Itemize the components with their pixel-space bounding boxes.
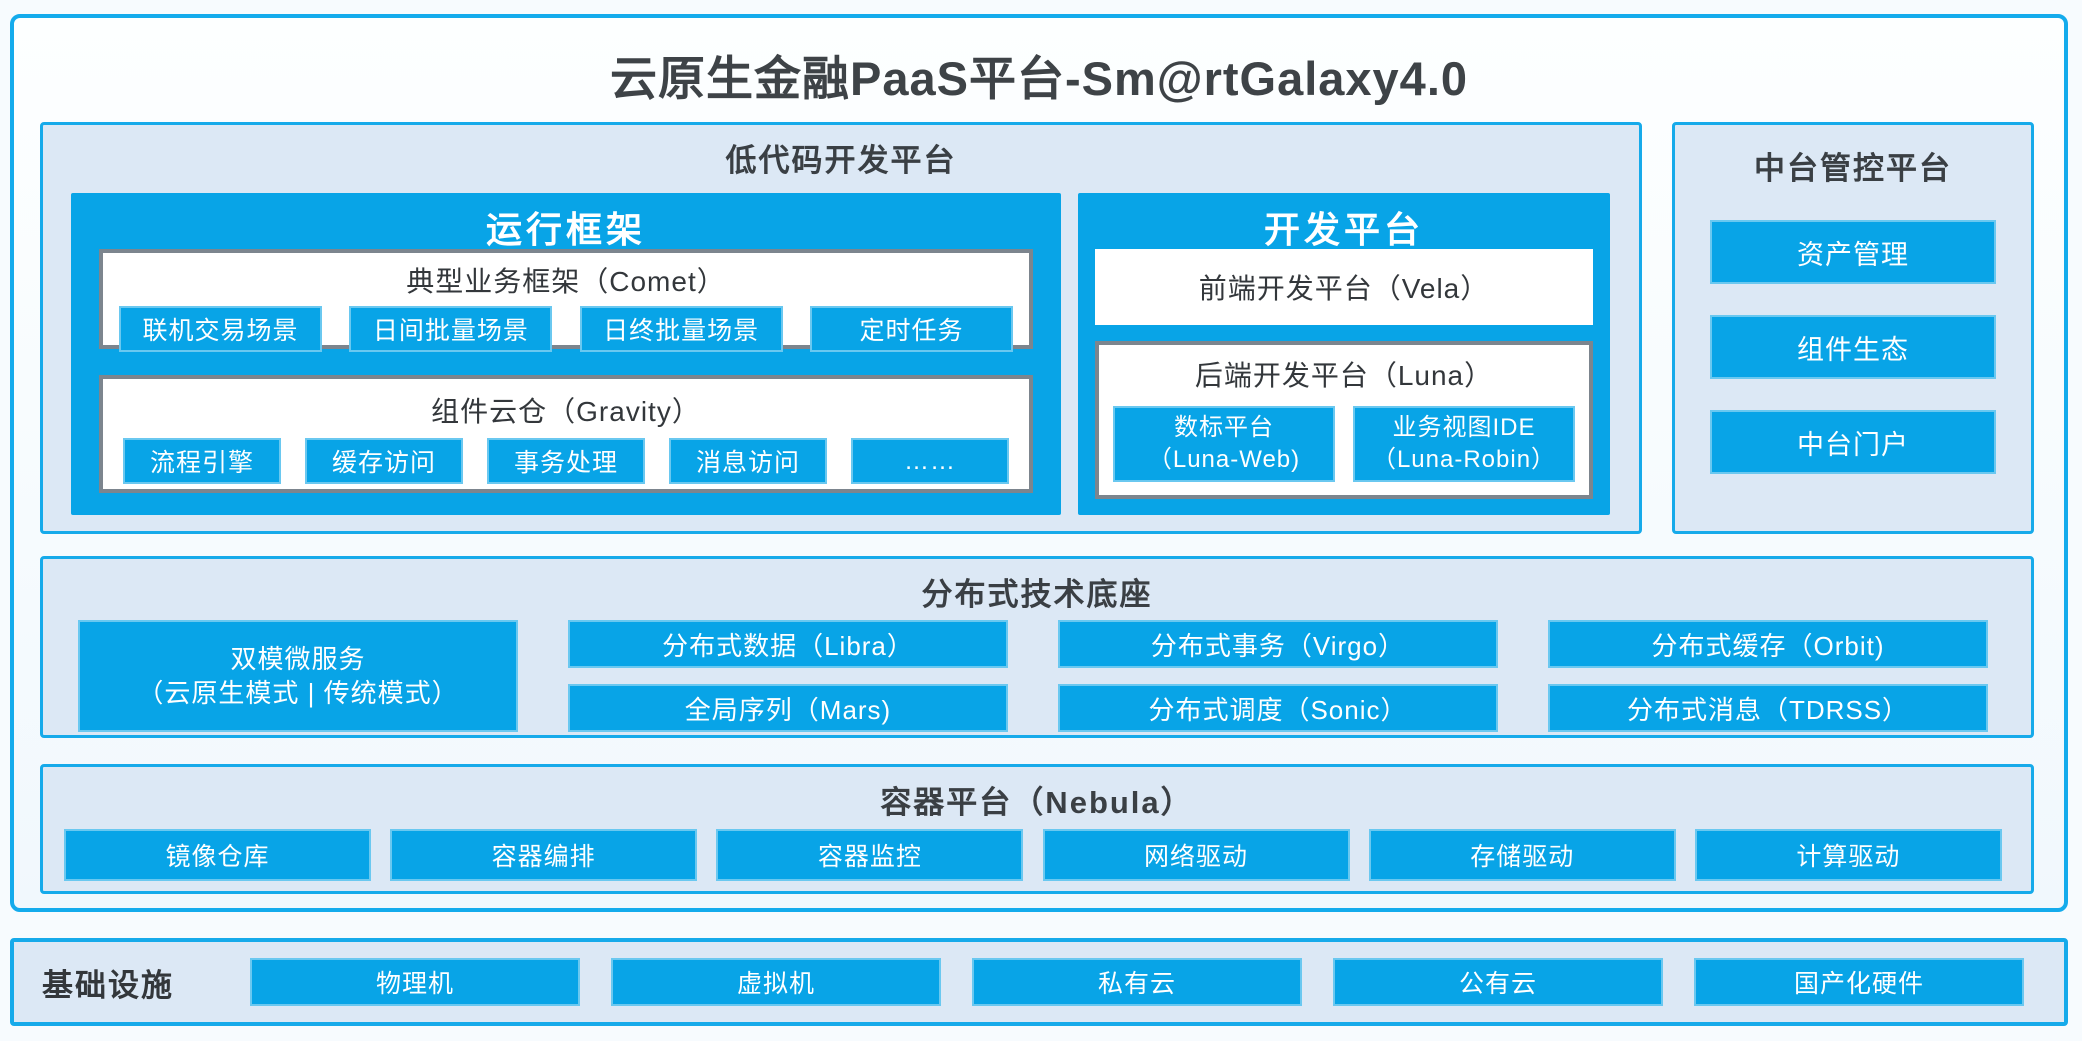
luna-web-line2: （Luna-Web) [1147, 446, 1301, 473]
comet-framework-box: 典型业务框架（Comet） 联机交易场景 日间批量场景 日终批量场景 定时任务 [99, 249, 1033, 352]
midplatform-section: 中台管控平台 资产管理 组件生态 中台门户 [1672, 122, 2034, 534]
comet-blocks-row: 联机交易场景 日间批量场景 日终批量场景 定时任务 [103, 300, 1029, 352]
block-image-registry: 镜像仓库 [64, 829, 371, 881]
block-container-monitoring: 容器监控 [716, 829, 1024, 881]
block-domestic-hardware: 国产化硬件 [1694, 958, 2024, 1006]
lowcode-platform-section: 低代码开发平台 运行框架 典型业务框架（Comet） 联机交易场景 日间批量场景… [40, 122, 1642, 534]
distributed-base-section: 分布式技术底座 双模微服务 （云原生模式 | 传统模式） 分布式数据（Libra… [40, 556, 2034, 738]
comet-framework-label: 典型业务框架（Comet） [406, 266, 726, 297]
vela-frontend-box: 前端开发平台（Vela） [1095, 249, 1593, 325]
container-platform-section: 容器平台（Nebula） 镜像仓库 容器编排 容器监控 网络驱动 存储驱动 计算… [40, 764, 2034, 894]
block-container-orchestration: 容器编排 [390, 829, 698, 881]
page-title: 云原生金融PaaS平台-Sm@rtGalaxy4.0 [609, 52, 1469, 105]
block-distributed-data-libra: 分布式数据（Libra） [568, 620, 1008, 668]
block-online-trade-scenario: 联机交易场景 [119, 306, 322, 352]
block-luna-web: 数标平台 （Luna-Web) [1113, 406, 1335, 482]
dual-mode-line2: （云原生模式 | 传统模式） [137, 678, 459, 708]
distributed-blocks: 双模微服务 （云原生模式 | 传统模式） 分布式数据（Libra） 全局序列（M… [78, 620, 1988, 732]
luna-backend-box: 后端开发平台（Luna） 数标平台 （Luna-Web) 业务视图IDE （Lu… [1095, 341, 1593, 499]
block-midplatform-portal: 中台门户 [1710, 410, 1996, 474]
block-virtual-machine: 虚拟机 [611, 958, 941, 1006]
block-distributed-scheduling-sonic: 分布式调度（Sonic） [1058, 684, 1498, 732]
gravity-blocks-row: 流程引擎 缓存访问 事务处理 消息访问 …… [103, 430, 1029, 484]
gravity-warehouse-box: 组件云仓（Gravity） 流程引擎 缓存访问 事务处理 消息访问 …… [99, 375, 1033, 493]
runtime-framework-title: 运行框架 [485, 209, 646, 250]
block-public-cloud: 公有云 [1333, 958, 1663, 1006]
infrastructure-blocks: 物理机 虚拟机 私有云 公有云 国产化硬件 [250, 958, 2024, 1006]
block-storage-driver: 存储驱动 [1368, 829, 1676, 881]
block-component-ecosystem: 组件生态 [1710, 315, 1996, 379]
midplatform-blocks: 资产管理 组件生态 中台门户 [1675, 220, 2031, 474]
block-network-driver: 网络驱动 [1042, 829, 1350, 881]
dev-platform-panel: 开发平台 前端开发平台（Vela） 后端开发平台（Luna） 数标平台 （Lun… [1078, 193, 1610, 515]
luna-robin-line2: （Luna-Robin） [1371, 446, 1557, 473]
block-ellipsis: …… [851, 438, 1009, 484]
block-global-sequence-mars: 全局序列（Mars) [568, 684, 1008, 732]
distributed-col-3: 分布式缓存（Orbit) 分布式消息（TDRSS） [1548, 620, 1988, 732]
luna-robin-line1: 业务视图IDE [1392, 414, 1536, 442]
lowcode-platform-title: 低代码开发平台 [725, 143, 957, 178]
infrastructure-label: 基础设施 [42, 967, 174, 1003]
main-frame: 云原生金融PaaS平台-Sm@rtGalaxy4.0 低代码开发平台 运行框架 … [10, 14, 2068, 912]
luna-web-line1: 数标平台 [1173, 414, 1274, 442]
block-transaction-processing: 事务处理 [487, 438, 645, 484]
block-asset-management: 资产管理 [1710, 220, 1996, 284]
container-platform-title: 容器平台（Nebula） [880, 785, 1194, 820]
gravity-warehouse-label: 组件云仓（Gravity） [431, 396, 701, 427]
runtime-framework-panel: 运行框架 典型业务框架（Comet） 联机交易场景 日间批量场景 日终批量场景 … [71, 193, 1061, 515]
vela-frontend-label: 前端开发平台（Vela） [1198, 273, 1490, 304]
block-scheduled-task: 定时任务 [809, 306, 1013, 352]
block-distributed-transaction-virgo: 分布式事务（Virgo） [1058, 620, 1498, 668]
block-eod-batch-scenario: 日终批量场景 [579, 306, 783, 352]
luna-backend-label: 后端开发平台（Luna） [1194, 360, 1494, 391]
dual-mode-line1: 双模微服务 [230, 643, 366, 674]
distributed-base-title: 分布式技术底座 [921, 577, 1153, 612]
block-private-cloud: 私有云 [972, 958, 1302, 1006]
block-compute-driver: 计算驱动 [1694, 829, 2002, 881]
dev-platform-title: 开发平台 [1263, 209, 1424, 250]
block-luna-robin: 业务视图IDE （Luna-Robin） [1353, 406, 1575, 482]
block-distributed-cache-orbit: 分布式缓存（Orbit) [1548, 620, 1988, 668]
infrastructure-section: 基础设施 物理机 虚拟机 私有云 公有云 国产化硬件 [10, 938, 2068, 1026]
block-cache-access: 缓存访问 [305, 438, 463, 484]
block-dual-mode-microservice: 双模微服务 （云原生模式 | 传统模式） [78, 620, 518, 732]
luna-blocks-row: 数标平台 （Luna-Web) 业务视图IDE （Luna-Robin） [1099, 394, 1589, 482]
container-platform-blocks: 镜像仓库 容器编排 容器监控 网络驱动 存储驱动 计算驱动 [64, 829, 2002, 881]
distributed-col-2: 分布式事务（Virgo） 分布式调度（Sonic） [1058, 620, 1498, 732]
midplatform-title: 中台管控平台 [1754, 151, 1952, 186]
distributed-col-1: 分布式数据（Libra） 全局序列（Mars) [568, 620, 1008, 732]
block-message-access: 消息访问 [669, 438, 827, 484]
block-physical-machine: 物理机 [250, 958, 580, 1006]
block-process-engine: 流程引擎 [123, 438, 281, 484]
block-distributed-messaging-tdrss: 分布式消息（TDRSS） [1548, 684, 1988, 732]
block-daytime-batch-scenario: 日间批量场景 [349, 306, 553, 352]
